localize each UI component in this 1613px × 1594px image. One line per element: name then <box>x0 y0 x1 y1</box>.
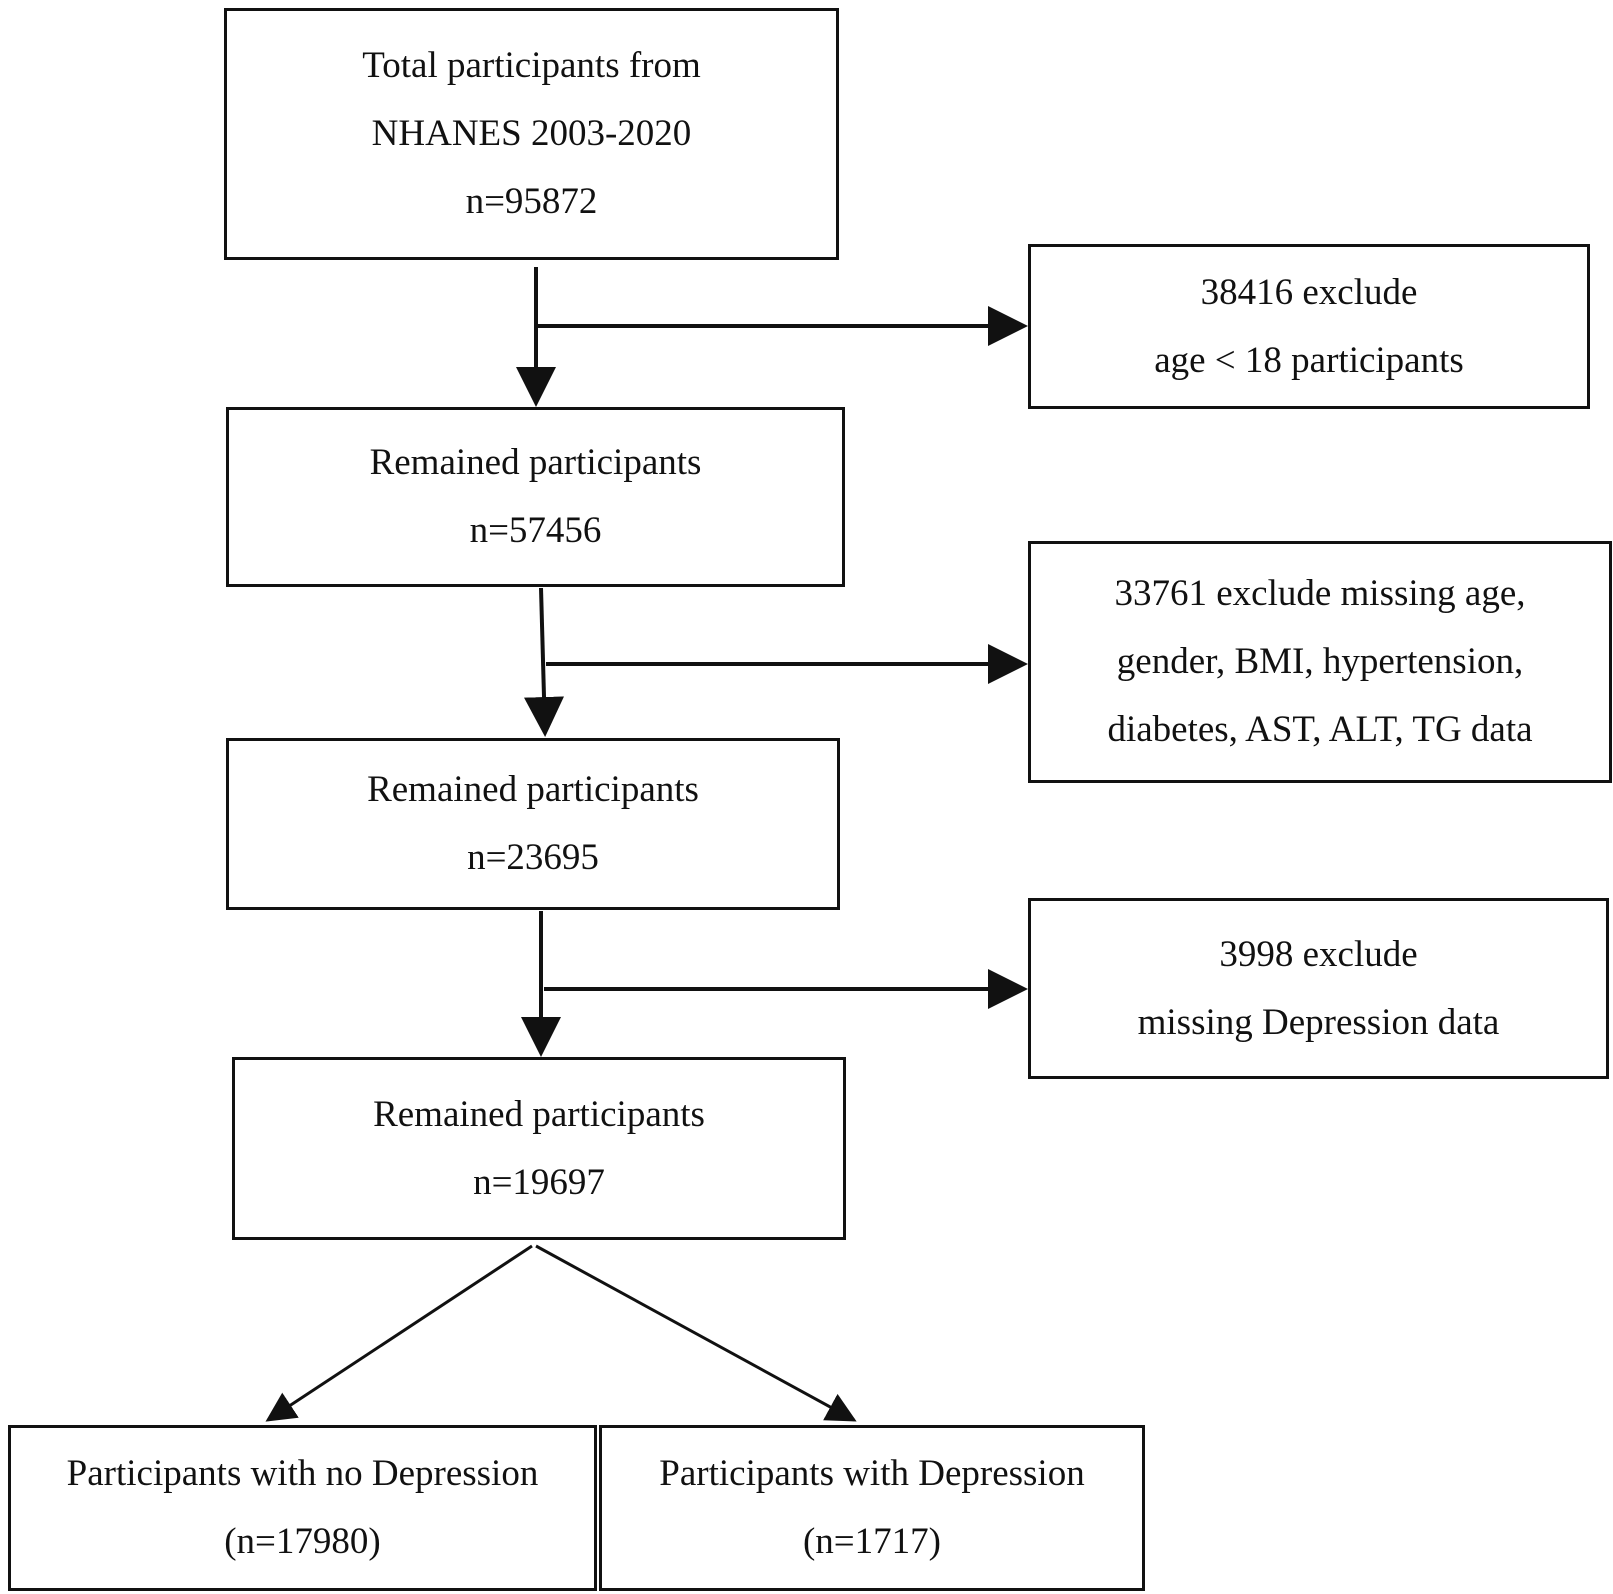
exclude-age-box: 38416 exclude age < 18 participants <box>1028 244 1590 409</box>
box-text-line: Participants with Depression <box>659 1453 1085 1494</box>
box-count: n=95872 <box>465 181 598 222</box>
box-text-line: Remained participants <box>369 442 702 483</box>
box-text-line: gender, BMI, hypertension, <box>1116 641 1524 682</box>
arrow-to-no-depression <box>265 1244 533 1422</box>
box-text-line: 33761 exclude missing age, <box>1114 573 1526 614</box>
arrow-remained-1-to-remained-2 <box>524 587 564 737</box>
no-depression-box: Participants with no Depression (n=17980… <box>8 1425 597 1591</box>
box-text-line: Remained participants <box>367 769 699 810</box>
remained-participants-box-2: Remained participants n=23695 <box>226 738 840 910</box>
box-count: n=57456 <box>469 510 602 551</box>
box-text-line: Participants with no Depression <box>66 1453 539 1494</box>
arrow-to-depression <box>535 1244 857 1422</box>
box-count: n=23695 <box>467 837 599 878</box>
box-text-line: diabetes, AST, ALT, TG data <box>1107 709 1533 750</box>
box-text-line: 38416 exclude <box>1200 271 1418 313</box>
box-text-line: 3998 exclude <box>1219 933 1418 975</box>
box-text-line: Total participants from <box>362 45 701 86</box>
box-text-line: Remained participants <box>373 1093 705 1135</box>
remained-participants-box-3: Remained participants n=19697 <box>232 1057 846 1240</box>
box-text-line: missing Depression data <box>1137 1001 1500 1043</box>
total-participants-box: Total participants from NHANES 2003-2020… <box>224 8 839 260</box>
box-text-line: age < 18 participants <box>1154 339 1464 381</box>
exclude-depression-data-box: 3998 exclude missing Depression data <box>1028 898 1609 1079</box>
box-count: (n=1717) <box>802 1521 941 1562</box>
depression-box: Participants with Depression (n=1717) <box>599 1425 1145 1591</box>
box-text-line: NHANES 2003-2020 <box>371 113 692 154</box>
exclude-missing-data-box: 33761 exclude missing age, gender, BMI, … <box>1028 541 1612 783</box>
box-count: (n=17980) <box>224 1521 381 1562</box>
remained-participants-box-1: Remained participants n=57456 <box>226 407 845 587</box>
box-count: n=19697 <box>473 1161 605 1203</box>
